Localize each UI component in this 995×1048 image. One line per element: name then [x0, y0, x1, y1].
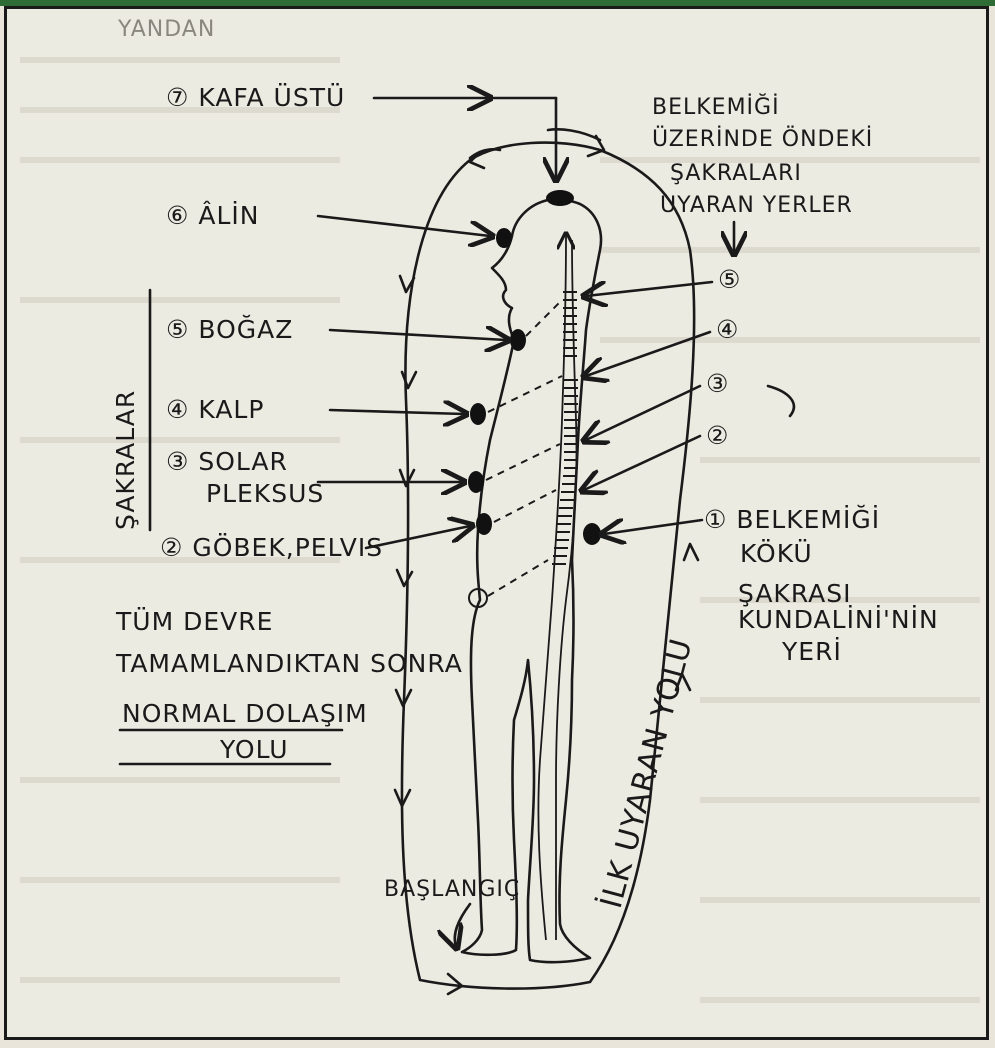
label-right-title-2: ÜZERİNDE ÖNDEKİ — [652, 126, 873, 152]
chakra-forehead — [496, 228, 512, 248]
label-heart: ④ KALP — [166, 395, 264, 424]
label-circuit-1: TÜM DEVRE — [115, 607, 273, 636]
label-right-title-1: BELKEMİĞİ — [652, 94, 780, 120]
label-forehead: ⑥ ÂLİN — [166, 201, 259, 230]
label-root-5: YERİ — [781, 637, 842, 666]
loop-arrows — [395, 136, 698, 994]
num3-curl — [768, 386, 794, 416]
label-solar-1: ③ SOLAR — [166, 447, 288, 476]
label-top-partial: YANDAN — [117, 17, 215, 42]
right-arrows — [584, 282, 712, 534]
label-num-5: ⑤ — [718, 265, 741, 294]
body-outline — [462, 199, 601, 962]
label-root-3: ŞAKRASI — [738, 579, 852, 608]
chakra-root — [583, 523, 601, 545]
label-root-1: ① BELKEMİĞİ — [704, 504, 880, 534]
label-normal-1: NORMAL DOLAŞIM — [122, 699, 368, 728]
label-normal-2: YOLU — [219, 735, 289, 764]
label-right-title-3: ŞAKRALARI — [670, 161, 802, 186]
label-num-4: ④ — [716, 315, 739, 344]
label-solar-2: PLEKSUS — [206, 479, 324, 508]
label-root-4: KUNDALİNİ'NİN — [738, 605, 939, 634]
label-chakras-vertical: ŞAKRALAR — [111, 390, 140, 530]
chakra-navel — [476, 513, 492, 535]
label-throat: ⑤ BOĞAZ — [166, 314, 293, 344]
label-root-2: KÖKÜ — [740, 539, 813, 568]
label-circuit-2: TAMAMLANDIKTAN SONRA — [115, 649, 463, 678]
chakra-heart — [470, 403, 486, 425]
label-first-path: İLK UYARAN YOLU — [593, 634, 700, 912]
chakra-crown — [546, 190, 574, 206]
label-num-3: ③ — [706, 369, 729, 398]
label-start: BAŞLANGIÇ — [384, 877, 520, 902]
chakra-solar — [468, 471, 484, 493]
chakra-throat — [510, 329, 526, 351]
label-num-2: ② — [706, 421, 729, 450]
label-right-title-4: UYARAN YERLER — [660, 193, 853, 218]
outer-loop — [402, 143, 694, 989]
label-navel: ② GÖBEK,PELVIS — [160, 533, 383, 562]
start-arrow — [455, 904, 470, 946]
label-crown: ⑦ KAFA ÜSTÜ — [166, 83, 345, 112]
